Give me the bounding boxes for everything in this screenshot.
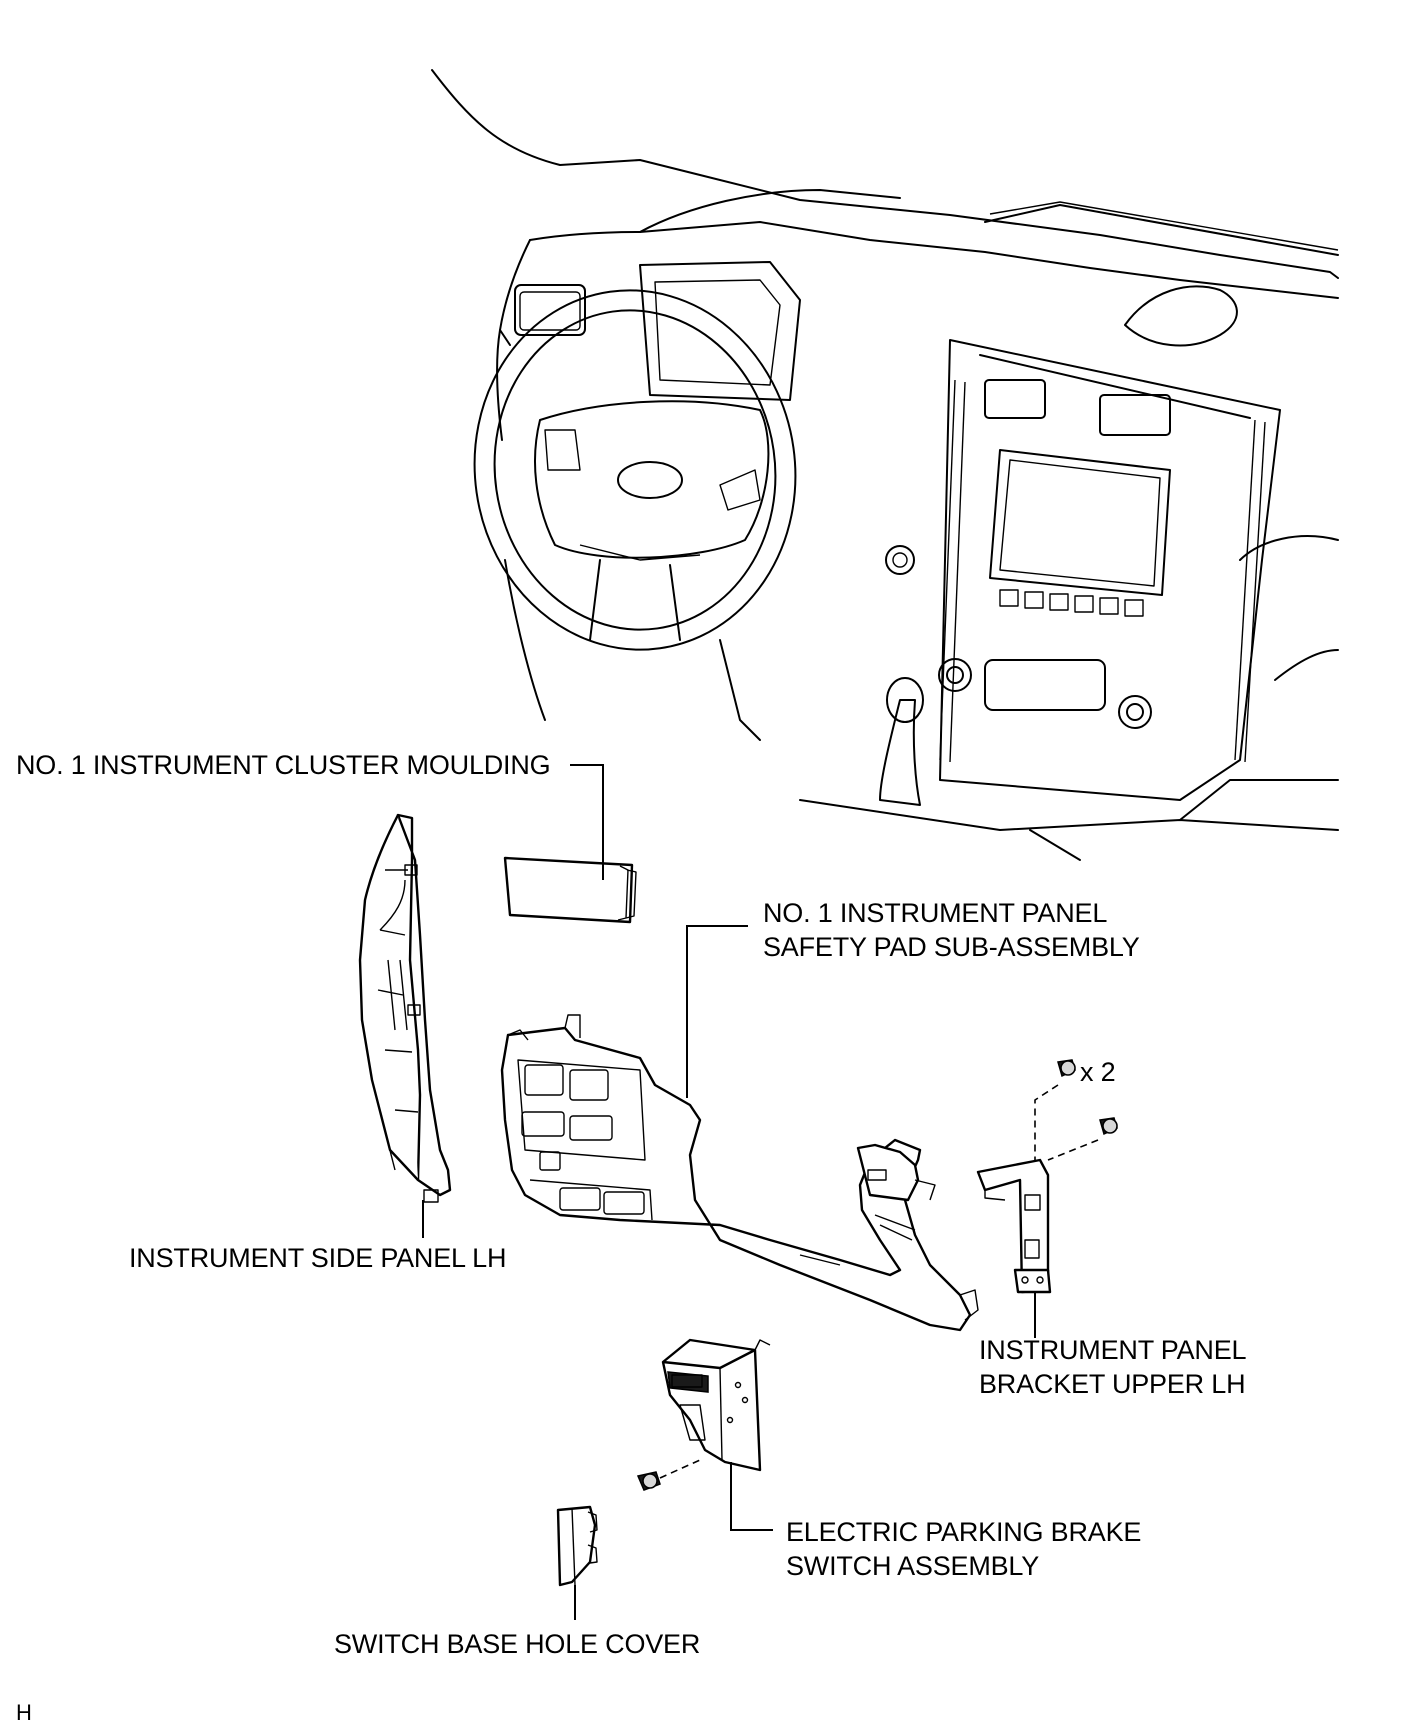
instrument-cluster-moulding [503, 856, 637, 924]
label-safety-pad-line1: NO. 1 INSTRUMENT PANEL [763, 898, 1108, 928]
label-side-panel: INSTRUMENT SIDE PANEL LH [129, 1243, 507, 1273]
leader-cluster-moulding [570, 764, 604, 880]
screw-upper [1057, 1059, 1076, 1078]
label-safety-pad-line2: SAFETY PAD SUB-ASSEMBLY [763, 932, 1140, 962]
label-bracket-line1: INSTRUMENT PANEL [979, 1335, 1247, 1365]
leader-parking-brake [730, 1462, 773, 1531]
parking-brake-screw [636, 1471, 661, 1491]
safety-pad-sub-assembly [500, 1014, 979, 1332]
leader-safety-pad [686, 925, 748, 1098]
label-bracket-line2: BRACKET UPPER LH [979, 1369, 1246, 1399]
label-parking-brake-line1: ELECTRIC PARKING BRAKE [786, 1517, 1142, 1547]
switch-base-hole-cover [556, 1505, 598, 1587]
screw-lower [1099, 1117, 1118, 1136]
label-hole-cover: SWITCH BASE HOLE COVER [334, 1629, 701, 1659]
label-cluster-moulding: NO. 1 INSTRUMENT CLUSTER MOULDING [16, 750, 551, 780]
electric-parking-brake-switch-assembly [636, 1338, 771, 1491]
dashboard-illustration [431, 69, 1339, 861]
label-screw-quantity: x 2 [1080, 1057, 1116, 1087]
instrument-side-panel-lh [358, 813, 452, 1203]
corner-code: H [16, 1700, 32, 1725]
label-parking-brake-line2: SWITCH ASSEMBLY [786, 1551, 1040, 1581]
instrument-panel-bracket-upper-lh [976, 1059, 1118, 1294]
